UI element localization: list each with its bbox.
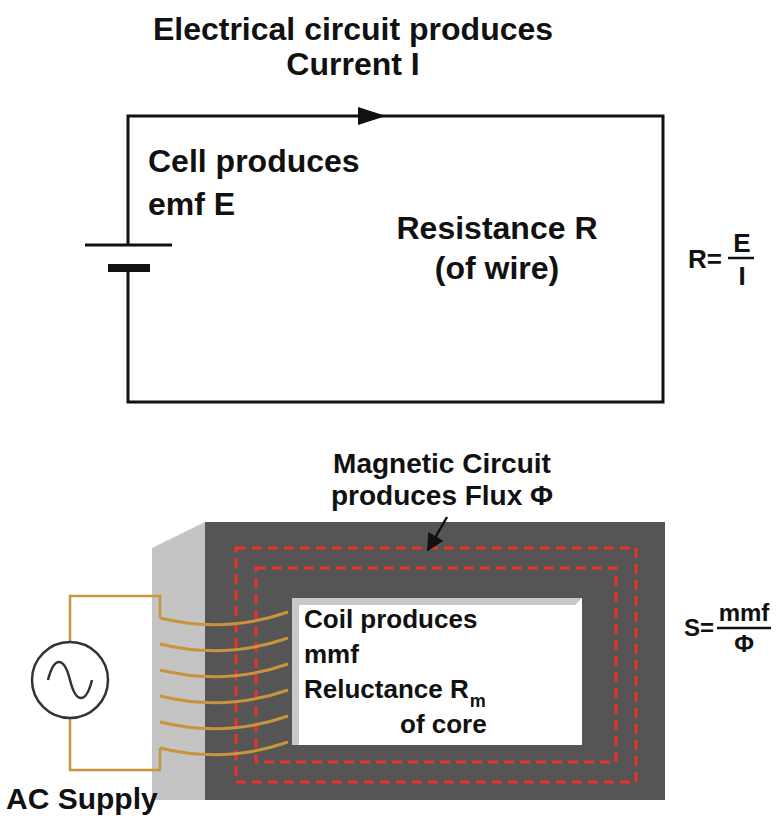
flux-label: Magnetic Circuit produces Flux Φ <box>307 448 577 512</box>
coil-turn <box>160 742 288 755</box>
cell-label: Cell produces emf E <box>148 140 388 226</box>
current-arrow <box>358 107 386 125</box>
electrical-circuit <box>85 116 663 402</box>
reluctance-label: of core <box>400 707 487 742</box>
core-front-face <box>205 522 665 800</box>
fraction-bar <box>728 257 754 260</box>
cell-long-plate <box>85 244 172 247</box>
formula-term: mmf <box>716 601 772 625</box>
source-label: AC Supply <box>6 782 158 815</box>
circuit-wire <box>128 116 663 402</box>
reluctance-label: Reluctance R <box>304 672 469 707</box>
fraction-bar <box>717 627 771 630</box>
heading: Electrical circuit produces Current I <box>128 12 578 82</box>
coil-turn <box>160 638 288 651</box>
coil-label: Coil produces mmf <box>304 602 509 672</box>
coil-lead <box>70 596 160 642</box>
leader-arrow <box>428 517 447 550</box>
formula-term: I <box>727 263 757 289</box>
core-window-depth <box>292 598 582 745</box>
coil-turn <box>160 612 288 625</box>
ac-source-symbol <box>32 642 108 718</box>
coil-turn <box>160 664 288 677</box>
flux-path <box>256 568 616 762</box>
formula-term: S= <box>684 616 714 640</box>
cell-short-plate <box>108 264 150 272</box>
formula-term: R= <box>688 246 722 272</box>
coil-turn <box>160 690 288 703</box>
magnetic-core <box>152 522 665 800</box>
coil-turn <box>160 716 288 729</box>
coil-lead <box>70 718 160 770</box>
ac-source-circle <box>32 642 108 718</box>
sine-wave <box>48 662 92 698</box>
resistance-label: Resistance R (of wire) <box>377 208 617 288</box>
formula-term: Φ <box>716 632 772 656</box>
formula-term: E <box>727 230 757 256</box>
flux-path <box>236 548 636 782</box>
